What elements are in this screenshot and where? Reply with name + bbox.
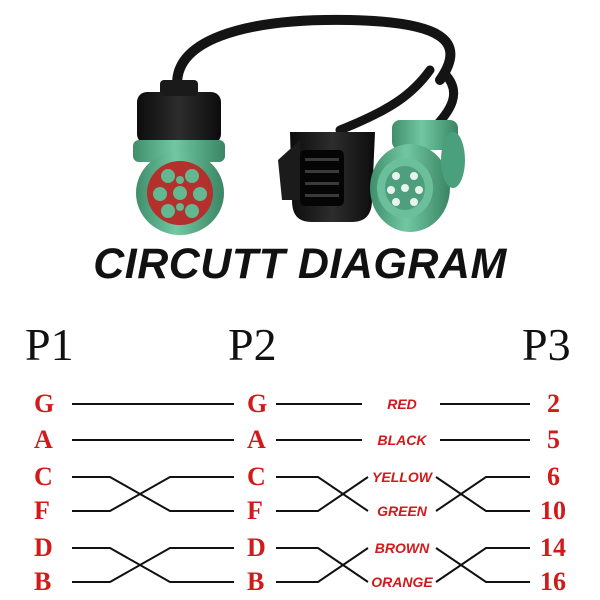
wire-color-label: RED <box>387 396 417 412</box>
p3-pin-label: 2 <box>547 389 560 418</box>
p3-pin-label: 5 <box>547 425 560 454</box>
p3-pin-label: 10 <box>540 496 566 525</box>
wire-color-p3-crossed <box>435 476 530 512</box>
wire-p2-color-crossed <box>276 547 369 583</box>
p2-pin-label: G <box>247 389 268 418</box>
wire-color-label: GREEN <box>377 503 427 519</box>
p3-pin-label: 6 <box>547 462 560 491</box>
p1-pin-label: B <box>34 567 52 596</box>
p1-pin-label: F <box>34 496 50 525</box>
wire-color-p3-crossed <box>435 476 530 512</box>
wire-color-label: YELLOW <box>372 469 432 485</box>
wire-p2-color-crossed <box>276 476 369 512</box>
diagram-title: CIRCUTT DIAGRAM <box>93 240 507 288</box>
p2-pin-label: C <box>247 462 266 491</box>
wire-p1-p2-crossed <box>72 476 234 512</box>
wire-p2-color-crossed <box>276 547 369 583</box>
p1-pin-label: D <box>34 533 53 562</box>
y-splitter-cable-photo <box>133 14 465 235</box>
p2-pin-label: D <box>247 533 266 562</box>
p1-pin-label: C <box>34 462 53 491</box>
wire-color-p3-crossed <box>435 547 530 583</box>
wire-p1-p2-crossed <box>72 476 234 512</box>
wire-p2-color-crossed <box>276 476 369 512</box>
header-p2: P2 <box>228 319 277 370</box>
header-p1: P1 <box>25 319 74 370</box>
header-p3: P3 <box>522 319 571 370</box>
wire-p1-p2-crossed <box>72 547 234 583</box>
p3-pin-label: 14 <box>540 533 566 562</box>
p1-pin-label: G <box>34 389 55 418</box>
p2-pin-label: B <box>247 567 265 596</box>
left-round-connector <box>133 80 225 235</box>
wire-p1-p2-crossed <box>72 547 234 583</box>
wire-color-label: BLACK <box>377 432 427 448</box>
p2-pin-label: F <box>247 496 263 525</box>
p1-pin-label: A <box>34 425 53 454</box>
wire-color-label: ORANGE <box>371 574 433 590</box>
right-round-connector <box>370 120 465 232</box>
wire-color-label: BROWN <box>374 540 430 556</box>
wire-color-p3-crossed <box>435 547 530 583</box>
p3-pin-label: 16 <box>540 567 566 596</box>
obd2-connector <box>278 132 375 222</box>
p2-pin-label: A <box>247 425 266 454</box>
